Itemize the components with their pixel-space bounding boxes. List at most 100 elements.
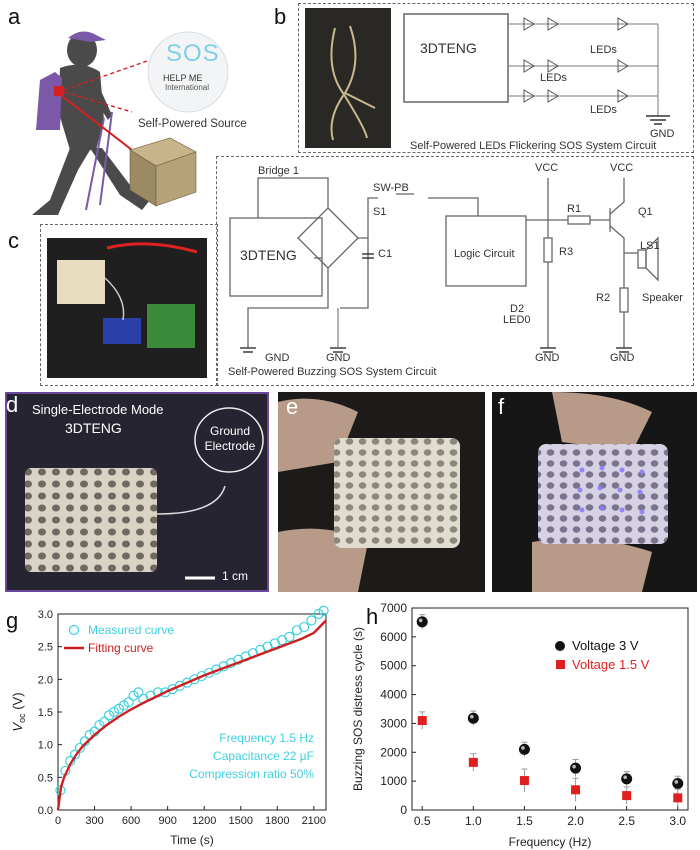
gnd-label-b: GND	[650, 128, 675, 140]
ground-electrode-text: Ground Electrode	[204, 424, 256, 453]
bridge-label: Bridge 1	[258, 165, 299, 177]
x-tick-label: 1.5	[516, 814, 533, 828]
plot-frame	[411, 607, 689, 811]
voltage-3v-point	[570, 762, 582, 774]
panel-e-photo	[278, 392, 485, 592]
panel-label-c: c	[8, 228, 19, 253]
y-tick-label: 2.0	[38, 674, 53, 686]
gnd-label-c2: GND	[326, 352, 351, 364]
self-powered-source-label: Self-Powered Source	[138, 118, 247, 130]
single-electrode-text: Single-Electrode Mode	[32, 402, 164, 417]
y-tick-label: 1000	[380, 774, 407, 788]
voltage-1-5v-point	[468, 757, 478, 767]
y-tick-label: 5000	[380, 659, 407, 673]
panel-label-e: e	[286, 394, 299, 419]
gnd-label-c3: GND	[535, 352, 560, 364]
logic-circuit-label: Logic Circuit	[454, 248, 515, 260]
measured-point	[133, 687, 144, 698]
voltage-3v-point	[467, 712, 479, 724]
x-axis-label: Frequency (Hz)	[509, 835, 592, 849]
led-string-photo	[305, 8, 391, 148]
y-tick-label: 2000	[380, 745, 407, 759]
leds-label-3: LEDs	[590, 104, 617, 116]
x-tick-label: 3.0	[669, 814, 686, 828]
buzzing-circuit	[229, 177, 659, 353]
voltage-3v-point	[416, 616, 428, 628]
fitting-curve-line	[56, 619, 327, 811]
x-axis-label: Time (s)	[170, 833, 214, 847]
legend-measured-marker	[68, 624, 80, 636]
caption-c: Self-Powered Buzzing SOS System Circuit	[228, 366, 437, 378]
teng-label-b: 3DTENG	[420, 40, 477, 56]
voltage-3v-highlight	[623, 775, 627, 780]
r3-label: R3	[559, 246, 574, 258]
leds-label-1: LEDs	[590, 44, 617, 56]
y-tick-label: 1.5	[38, 707, 53, 719]
x-tick-label: 1200	[192, 815, 216, 827]
voltage-3v-highlight	[521, 746, 525, 750]
x-tick-label: 2.0	[567, 814, 584, 828]
voltage-3v-point	[518, 743, 530, 755]
leds-label-2: LEDs	[540, 72, 567, 84]
y-tick-label: 7000	[380, 601, 407, 615]
chart-annotation: Frequency 1.5 Hz	[219, 731, 314, 745]
voltage-3v-highlight	[418, 618, 423, 623]
voltage-1-5v-point	[622, 791, 632, 801]
teng-text-d: 3DTENG	[65, 420, 122, 436]
voltage-3v-point	[621, 773, 633, 785]
gnd-label-c4: GND	[610, 352, 635, 364]
voltage-3v-highlight	[572, 764, 576, 769]
speaker-label: Speaker	[642, 292, 683, 304]
panel-label-b: b	[274, 4, 287, 29]
scale-bar-text: 1 cm	[222, 569, 249, 583]
x-tick-label: 600	[122, 815, 140, 827]
legend-3v-label: Voltage 3 V	[572, 638, 639, 653]
measured-point	[284, 631, 295, 642]
voltage-1-5v-point	[519, 776, 529, 786]
y-axis-label: Voc (V)	[10, 692, 27, 731]
x-tick-label: 900	[158, 815, 176, 827]
chart-annotation: Capacitance 22 µF	[213, 749, 314, 763]
measured-point	[298, 621, 310, 633]
international-text: International	[165, 83, 210, 92]
teng-label-c: 3DTENG	[240, 247, 297, 263]
caption-b: Self-Powered LEDs Flickering SOS System …	[410, 140, 657, 152]
voltage-1-5v-point	[417, 716, 427, 726]
help-me-text: HELP ME	[163, 73, 203, 83]
legend-1-5v-label: Voltage 1.5 V	[572, 657, 650, 672]
y-tick-label: 0.5	[38, 772, 53, 784]
panel-d-photo	[5, 392, 269, 592]
r2-label: R2	[596, 292, 611, 304]
y-tick-label: 3000	[380, 716, 407, 730]
legend-1-5v-marker	[556, 660, 565, 669]
x-tick-label: 2.5	[618, 814, 635, 828]
panel-label-g: g	[6, 608, 19, 633]
q1-label: Q1	[638, 206, 653, 218]
x-tick-label: 1500	[228, 815, 252, 827]
x-tick-label: 2100	[302, 815, 326, 827]
panel-label-f: f	[498, 394, 505, 419]
s1-label: S1	[373, 206, 387, 218]
voltage-3v-point	[672, 777, 684, 789]
panel-label-h: h	[366, 604, 379, 629]
panel-c-frame-left	[40, 224, 218, 386]
voltage-3v-highlight	[674, 780, 679, 784]
y-tick-label: 0.0	[38, 805, 53, 817]
legend-3v-marker	[555, 641, 565, 651]
hiker-illustration	[32, 31, 229, 215]
x-tick-label: 1.0	[465, 814, 482, 828]
voltage-3v-highlight	[470, 714, 474, 719]
voltage-1-5v-point	[673, 793, 683, 803]
y-tick-label: 4000	[380, 688, 407, 702]
measured-point	[318, 605, 329, 616]
measured-point	[306, 615, 317, 626]
vcc-label-2: VCC	[610, 162, 634, 174]
panel-label-d: d	[6, 392, 19, 417]
panel-f-photo	[492, 392, 697, 592]
x-tick-label: 1800	[265, 815, 289, 827]
ls1-label: LS1	[640, 240, 660, 252]
legend-fitting-label: Fitting curve	[88, 641, 154, 655]
panel-b-frame	[298, 3, 694, 153]
